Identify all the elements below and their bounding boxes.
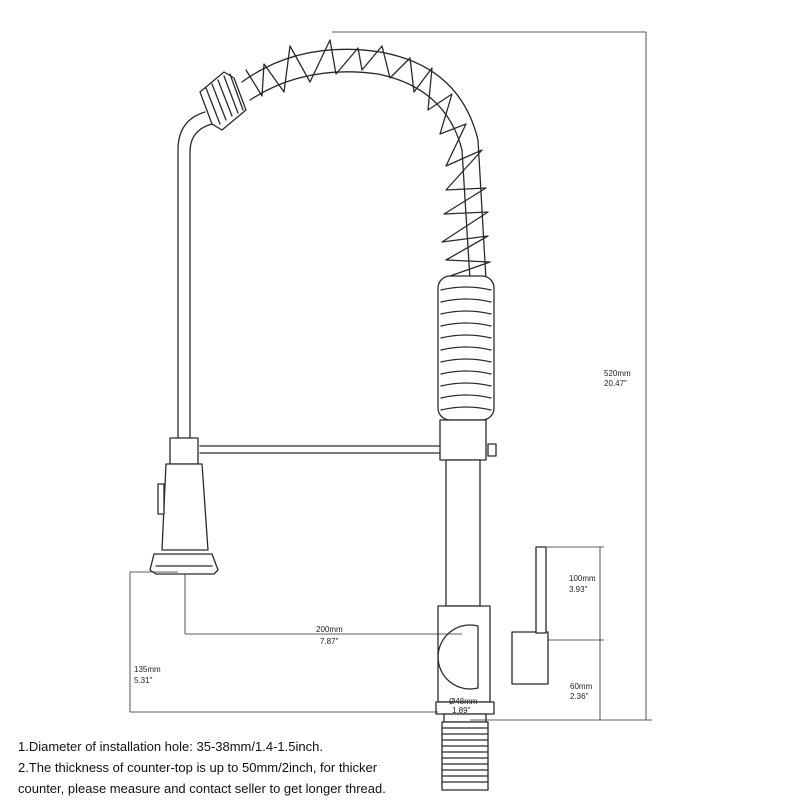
spout-reach-inch-label: 7.87" [320,637,339,646]
base-height-inch-label: 2.36" [570,692,589,701]
ribbed-hose [437,275,495,421]
spout-reach-mm-label: 200mm [316,625,343,634]
faucet-drawing [149,39,549,791]
spray-head [149,437,219,575]
base-diameter-mm-label: Ø48mm [449,697,478,706]
faucet-handle [437,546,549,690]
handle-height-inch-label: 3.93" [569,585,588,594]
installation-notes: 1.Diameter of installation hole: 35-38mm… [18,736,418,799]
spout-pipe-left [177,111,213,439]
spring-hose [241,48,487,281]
support-arm [199,443,497,457]
spout-clearance-inch-label: 5.31" [134,676,153,685]
note-installation-hole: 1.Diameter of installation hole: 35-38mm… [18,739,323,754]
handle-height-mm-label: 100mm [569,574,596,583]
spring-end-cap [199,71,247,131]
note-countertop-thickness: 2.The thickness of counter-top is up to … [18,760,386,796]
total-height-inch-label: 20.47" [604,379,627,388]
dimension-labels: 520mm 20.47" 100mm 3.93" 60mm 2.36" 200m… [134,369,631,715]
spring-coil [245,39,491,277]
dimension-lines [129,31,652,721]
base-height-mm-label: 60mm [570,682,593,691]
base-diameter-inch-label: 1.89" [452,706,471,715]
thread-lines [441,727,489,783]
faucet-body [437,419,491,703]
total-height-mm-label: 520mm [604,369,631,378]
faucet-base [435,701,495,791]
spout-clearance-mm-label: 135mm [134,665,161,674]
